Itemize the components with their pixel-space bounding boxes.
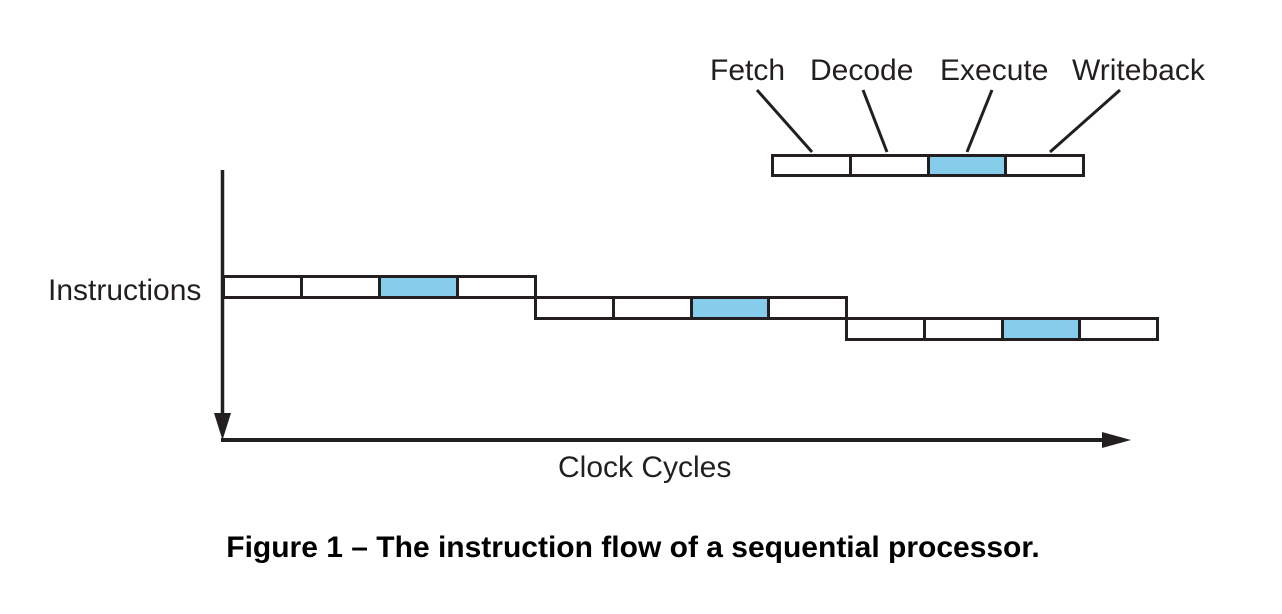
instruction-bar-2 — [534, 296, 848, 320]
instr1-cell-execute — [381, 278, 459, 296]
instr2-cell-writeback — [770, 299, 845, 317]
legend-cell-writeback — [1007, 157, 1082, 174]
instr3-cell-writeback — [1081, 320, 1156, 338]
y-axis-label: Instructions — [48, 274, 202, 307]
legend-label-execute: Execute — [940, 54, 1049, 87]
instr2-cell-fetch — [537, 299, 615, 317]
instr3-cell-fetch — [848, 320, 926, 338]
legend-leader-fetch — [755, 89, 814, 153]
instruction-bar-3 — [845, 317, 1159, 341]
instr1-cell-decode — [303, 278, 381, 296]
instr1-cell-writeback — [459, 278, 534, 296]
legend-cell-fetch — [774, 157, 852, 174]
instr2-cell-decode — [614, 299, 693, 317]
legend-leader-decode — [861, 89, 889, 153]
legend-stage-bar — [771, 154, 1085, 177]
figure-caption: Figure 1 – The instruction flow of a seq… — [226, 531, 1040, 564]
instr3-cell-decode — [925, 320, 1004, 338]
legend-leader-writeback — [1049, 88, 1121, 154]
y-axis-arrowhead — [214, 413, 231, 440]
legend-label-decode: Decode — [810, 54, 914, 87]
legend-leader-execute — [965, 89, 994, 153]
instr3-cell-execute — [1003, 320, 1082, 338]
instruction-bar-1 — [222, 275, 537, 299]
legend-cell-execute — [929, 157, 1008, 174]
legend-label-fetch: Fetch — [710, 54, 786, 87]
legend-cell-decode — [851, 157, 930, 174]
instr1-cell-fetch — [225, 278, 303, 296]
legend-label-writeback: Writeback — [1072, 54, 1205, 87]
instr2-cell-execute — [692, 299, 771, 317]
x-axis-label: Clock Cycles — [558, 451, 732, 484]
x-axis-arrowhead — [1102, 432, 1131, 448]
